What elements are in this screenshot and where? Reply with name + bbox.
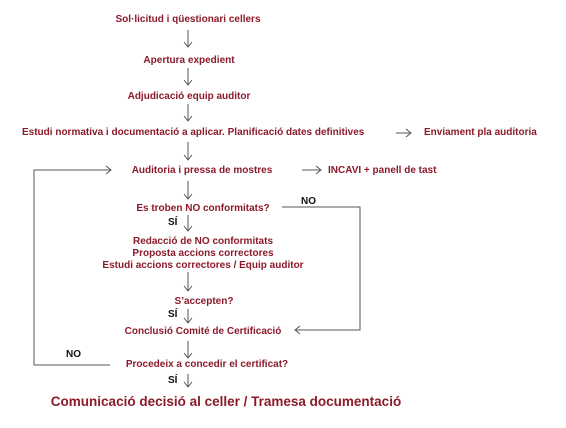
question-concedir-certificat: Procedeix a concedir el certificat? [125, 359, 289, 370]
arrow-yes1 [183, 215, 193, 232]
arrow-s1-s2 [183, 30, 193, 48]
step-enviament-pla: Enviament pla auditoria [424, 127, 537, 138]
step-redaccio-block: Redacció de NO conformitats Proposta acc… [102, 236, 303, 272]
arrow-s2-s3 [183, 68, 193, 86]
step-redaccio-line: Redacció de NO conformitats [132, 236, 274, 247]
step-conclusio: Conclusió Comité de Certificació [124, 326, 282, 337]
arrow-s6-q2 [183, 272, 193, 292]
label-no-1: NO [301, 196, 316, 207]
step-incavi: INCAVI + panell de tast [328, 165, 437, 176]
arrow-s5-q1 [183, 181, 193, 200]
question-saccepten: S’accepten? [174, 296, 234, 307]
arrow-s4-s5 [183, 142, 193, 161]
step-estudi-accions-line: Estudi accions correctores / Equip audit… [102, 260, 304, 271]
arrow-to-enviament [396, 128, 412, 138]
label-no-2: NO [66, 349, 81, 360]
label-yes-1: SÍ [168, 217, 178, 228]
step-auditoria: Auditoria i pressa de mostres [131, 165, 273, 176]
step-comunicacio-final: Comunicació decisió al celler / Tramesa … [50, 394, 402, 409]
step-solicitud: Sol·licitud i qüestionari cellers [115, 14, 261, 25]
step-proposta-line: Proposta accions correctores [132, 248, 274, 259]
label-yes-2: SÍ [168, 309, 178, 320]
arrow-s3-s4 [183, 104, 193, 122]
label-yes-3: SÍ [168, 375, 178, 386]
arrow-to-incavi [302, 165, 322, 175]
step-apertura: Apertura expedient [143, 55, 235, 66]
arrow-s7-q3 [183, 341, 193, 359]
loop-no-1 [282, 206, 361, 335]
loop-no-2 [33, 165, 112, 366]
step-adjudicacio: Adjudicació equip auditor [127, 91, 251, 102]
question-no-conformitats: Es troben NO conformitats? [136, 203, 270, 214]
arrow-yes2 [183, 309, 193, 324]
arrow-yes3 [183, 374, 193, 388]
step-estudi-normativa: Estudi normativa i documentació a aplica… [22, 127, 365, 138]
